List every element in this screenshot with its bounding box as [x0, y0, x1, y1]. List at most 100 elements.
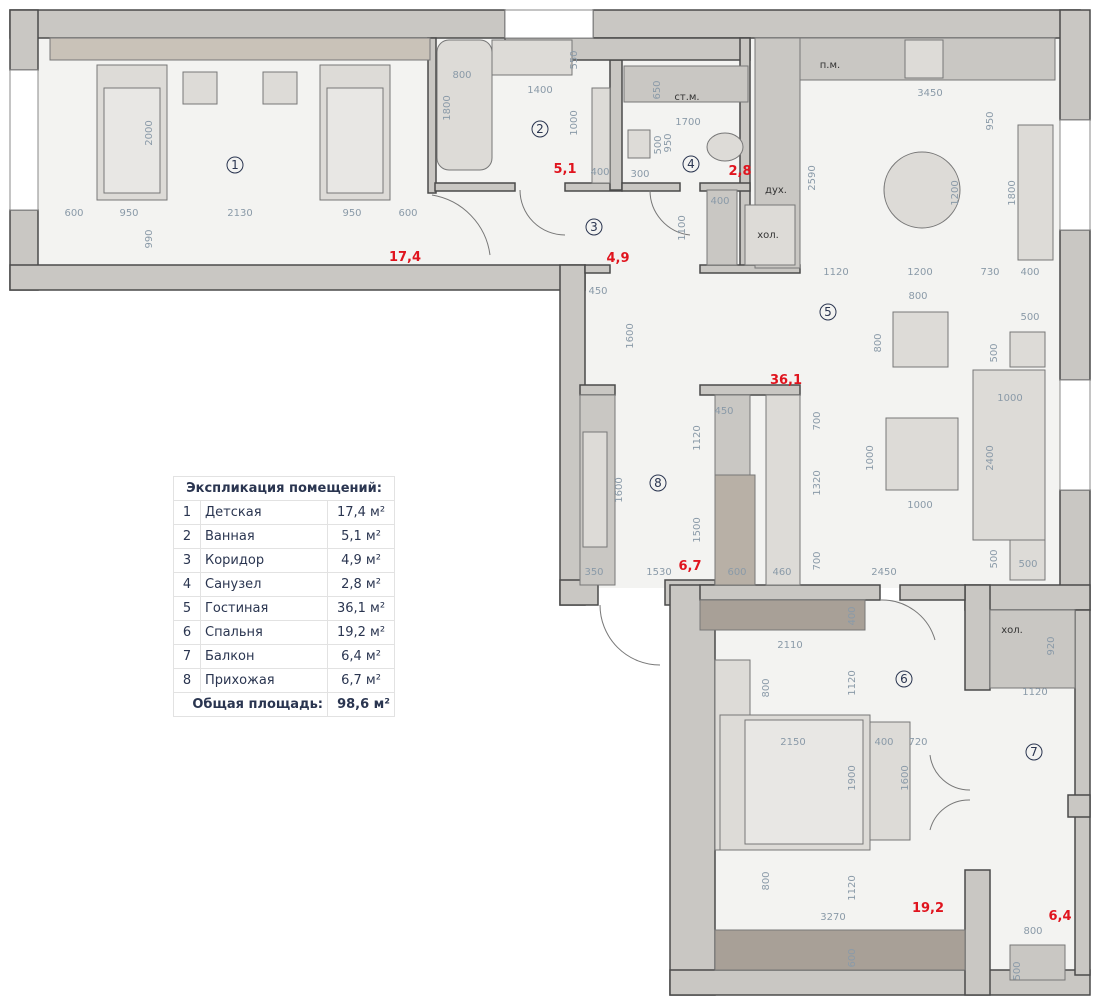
room-number: 3	[173, 548, 201, 573]
total-area-label: Общая площадь:	[173, 692, 328, 717]
dimension-label: 1600	[900, 765, 911, 790]
dimension-label: 500	[653, 135, 664, 154]
dimension-label: 1400	[527, 85, 552, 96]
room-name: Гостиная	[200, 596, 328, 621]
dimension-label: 1320	[812, 470, 823, 495]
dimension-label: 1900	[847, 765, 858, 790]
room-name: Детская	[200, 500, 328, 525]
dimension-label: 700	[812, 551, 823, 570]
dimension-label: 500	[1018, 559, 1037, 570]
dimension-label: 500	[989, 343, 1000, 362]
room-area: 19,2	[912, 901, 944, 916]
dimension-label: 2590	[807, 165, 818, 190]
room-number-circle	[1025, 743, 1043, 761]
dimension-label: 1000	[865, 445, 876, 470]
room-area: 17,4 м²	[327, 500, 395, 525]
room-number-circle	[531, 120, 549, 138]
dimension-label: 950	[342, 208, 361, 219]
room-number: 8	[654, 476, 662, 490]
room-area: 6,7 м²	[327, 668, 395, 693]
dimension-label: 800	[873, 333, 884, 352]
room-number-circle	[682, 155, 700, 173]
room-number: 3	[590, 220, 598, 234]
doors	[431, 189, 971, 831]
room-number: 7	[1030, 745, 1038, 759]
dimension-label: 1000	[569, 110, 580, 135]
dimension-label: 600	[847, 948, 858, 967]
room-area: 4,9	[606, 251, 629, 266]
room-name: Ванная	[200, 524, 328, 549]
dimension-label: 1800	[442, 95, 453, 120]
fixture-label: хол.	[757, 230, 779, 241]
dimension-label: 400	[1020, 267, 1039, 278]
dimension-label: 500	[989, 549, 1000, 568]
dimension-label: 1120	[847, 875, 858, 900]
dimension-label: 400	[874, 737, 893, 748]
room-name: Коридор	[200, 548, 328, 573]
room-number: 2	[536, 122, 544, 136]
room-number: 5	[173, 596, 201, 621]
windows	[9, 9, 1091, 491]
room-area: 6,4	[1048, 909, 1071, 924]
room-area: 17,4	[389, 250, 421, 265]
dimension-label: 300	[630, 169, 649, 180]
dimension-label: 1800	[1007, 180, 1018, 205]
dimension-label: 1000	[997, 393, 1022, 404]
room-number: 1	[231, 158, 239, 172]
room-number-circle	[585, 218, 603, 236]
room-number: 4	[173, 572, 201, 597]
dimension-label: 450	[714, 406, 733, 417]
fixture-label: ст.м.	[674, 92, 699, 103]
room-area: 19,2 м²	[327, 620, 395, 645]
dimension-label: 1200	[950, 180, 961, 205]
dimension-label: 800	[452, 70, 471, 81]
dimension-label: 800	[761, 678, 772, 697]
room-name: Прихожая	[200, 668, 328, 693]
room-name: Санузел	[200, 572, 328, 597]
fixture-labels: ст.м.п.м.дух.хол.хол.	[674, 60, 1022, 636]
room-area: 4,9 м²	[327, 548, 395, 573]
dimension-label: 2110	[777, 640, 802, 651]
fixture-label: п.м.	[820, 60, 840, 71]
room-number: 4	[687, 157, 695, 171]
dimension-label: 950	[985, 111, 996, 130]
room-number: 2	[173, 524, 201, 549]
dimension-label: 2400	[985, 445, 996, 470]
room-area: 36,1	[770, 373, 802, 388]
room-number: 6	[900, 672, 908, 686]
dimension-label: 700	[812, 411, 823, 430]
dimension-label: 3270	[820, 912, 845, 923]
room-area: 6,7	[678, 559, 701, 574]
room-area-labels: 17,45,14,92,836,119,26,46,7	[389, 162, 1072, 924]
room-number-circle	[226, 156, 244, 174]
dimension-label: 730	[980, 267, 999, 278]
fixture-label: дух.	[765, 185, 787, 196]
room-area: 5,1	[553, 162, 576, 177]
dimension-label: 1700	[675, 117, 700, 128]
room-name: Балкон	[200, 644, 328, 669]
room-area: 5,1 м²	[327, 524, 395, 549]
dimension-label: 720	[908, 737, 927, 748]
dimension-label: 990	[144, 229, 155, 248]
room-number-circle	[649, 474, 667, 492]
dimension-label: 2150	[780, 737, 805, 748]
dimension-label: 1600	[614, 477, 625, 502]
dimension-label: 400	[590, 167, 609, 178]
dimension-label: 800	[908, 291, 927, 302]
dimension-label: 400	[710, 196, 729, 207]
room-number: 8	[173, 668, 201, 693]
room-number: 7	[173, 644, 201, 669]
dimension-label: 600	[727, 567, 746, 578]
dimension-label: 600	[398, 208, 417, 219]
room-number: 5	[824, 305, 832, 319]
dimension-label: 500	[1020, 312, 1039, 323]
